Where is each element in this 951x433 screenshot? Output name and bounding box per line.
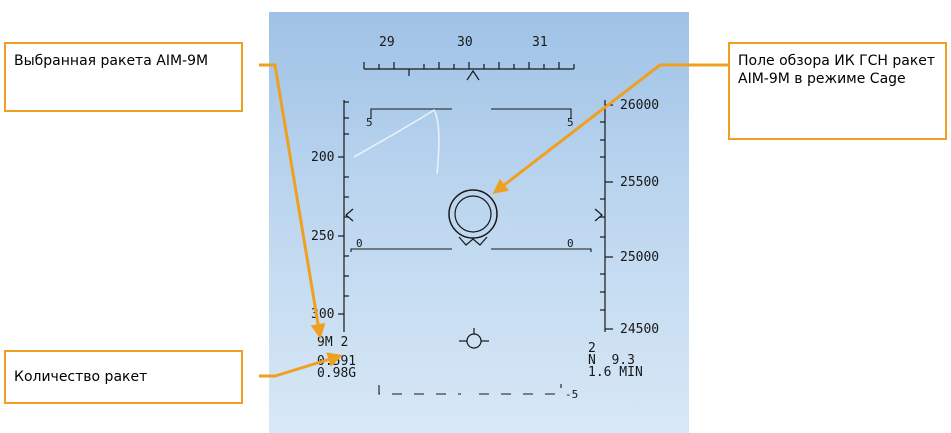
altitude-label: 25000 xyxy=(620,250,660,265)
pitch-line-zero-right xyxy=(491,248,592,252)
heading-label: 31 xyxy=(532,35,548,50)
waterline-icon xyxy=(458,236,488,246)
altitude-label: 25500 xyxy=(620,175,660,190)
speed-scale xyxy=(338,100,354,332)
speed-caret-icon xyxy=(345,208,354,222)
callout-selected-missile-text: Выбранная ракета AIM-9M xyxy=(14,53,209,69)
speed-label: 250 xyxy=(311,229,335,244)
altitude-label: 24500 xyxy=(620,322,660,337)
heading-caret-icon xyxy=(466,69,480,81)
callout-seeker-fov: Поле обзора ИК ГСН ракет AIM-9M в режиме… xyxy=(728,42,947,140)
speed-label: 300 xyxy=(311,307,335,322)
waypoint-time: 1.6 MIN xyxy=(588,365,643,380)
callout-missile-count: Количество ракет xyxy=(4,350,243,404)
heading-scale xyxy=(363,62,575,81)
pitch-line-lower-left xyxy=(378,385,461,395)
pitch-label: -5 xyxy=(565,388,579,401)
pitch-line-upper-right xyxy=(491,108,572,119)
pitch-line-zero-left xyxy=(350,248,452,252)
seeker-inner-circle-icon xyxy=(454,195,492,233)
contrail xyxy=(353,108,440,175)
velocity-vector-icon xyxy=(459,328,489,349)
pitch-ladder xyxy=(350,108,592,395)
seeker-outer-circle-icon xyxy=(448,189,498,239)
pitch-label: 0 xyxy=(567,237,574,250)
pitch-label: 0 xyxy=(356,237,363,250)
callout-missile-count-text: Количество ракет xyxy=(14,369,148,385)
hud-display: 29 30 31 200 250 300 26000 25500 25000 2… xyxy=(269,12,689,433)
altitude-label: 26000 xyxy=(620,98,660,113)
pitch-line-upper-left xyxy=(370,108,452,119)
pitch-line-lower-right xyxy=(479,384,562,395)
g-readout: 0.98G xyxy=(317,366,357,381)
waypoint-range: N 9.3 xyxy=(588,353,635,368)
pitch-label: 5 xyxy=(567,116,574,129)
altitude-scale xyxy=(594,100,613,332)
callout-selected-missile: Выбранная ракета AIM-9M xyxy=(4,42,243,112)
heading-label: 29 xyxy=(379,35,395,50)
speed-label: 200 xyxy=(311,150,335,165)
heading-label: 30 xyxy=(457,35,473,50)
altitude-caret-icon xyxy=(594,208,603,222)
waypoint-number: 2 xyxy=(588,341,596,356)
callout-seeker-fov-text: Поле обзора ИК ГСН ракет AIM-9M в режиме… xyxy=(738,53,936,87)
pitch-label: 5 xyxy=(366,116,373,129)
seeker-fov xyxy=(448,189,498,246)
selected-weapon-readout: 9M 2 xyxy=(317,335,349,350)
